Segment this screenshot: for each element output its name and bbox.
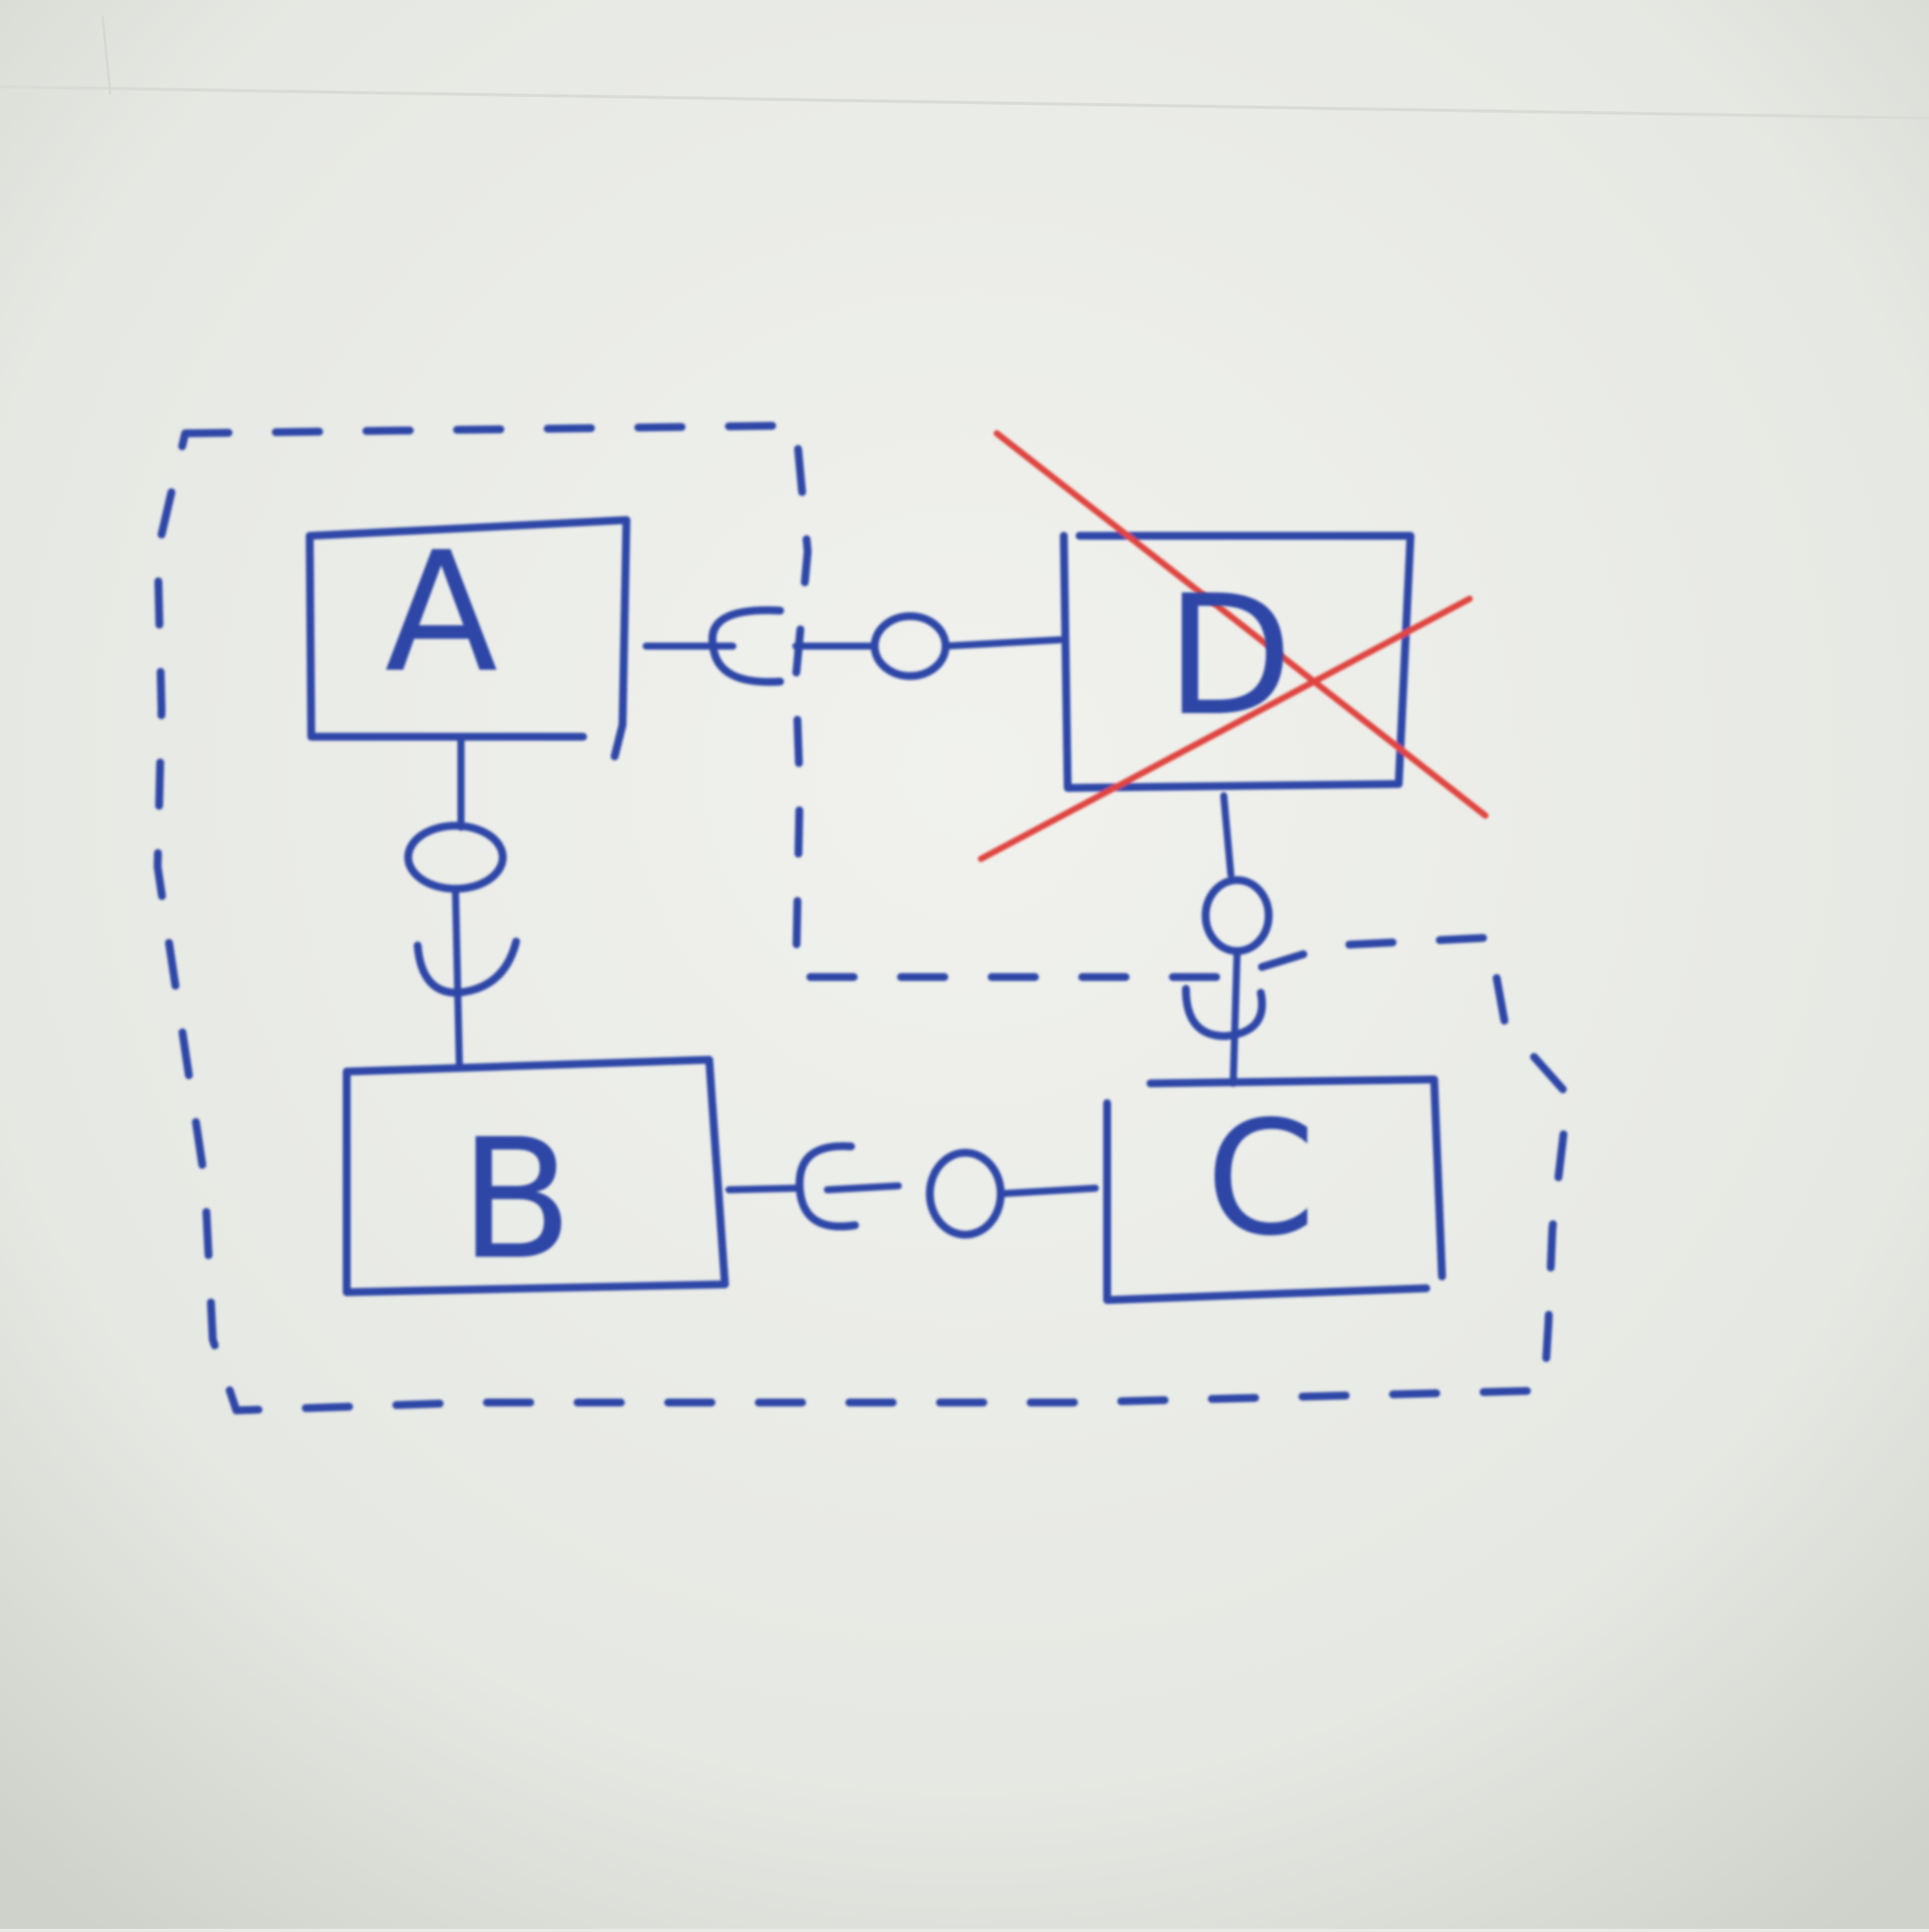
component-box-b <box>343 1056 729 1296</box>
component-label-b: B <box>459 1103 573 1296</box>
connector-d-c-socket <box>1182 985 1266 1040</box>
boundary-dashed-outline <box>154 422 1572 1414</box>
connector-b-c-line <box>997 1184 1099 1198</box>
component-label-c: C <box>1206 1087 1316 1271</box>
paper-fold-line <box>101 15 112 95</box>
component-box-a <box>306 516 630 760</box>
connector-b-c-line <box>823 1182 902 1194</box>
paper-fold-line <box>0 85 1929 120</box>
connector-b-c-line <box>725 1184 800 1194</box>
connector-d-c-line <box>1229 947 1241 1087</box>
connector-d-c-line <box>1220 792 1235 879</box>
connector-b-c-socket <box>795 1142 859 1231</box>
component-label-a: A <box>385 516 498 709</box>
component-label-d: D <box>1165 559 1293 752</box>
strike-line-d-2 <box>978 596 1473 862</box>
connector-a-d-line <box>942 636 1064 650</box>
component-box-c <box>1103 1076 1446 1304</box>
strike-line-d-1 <box>994 430 1489 819</box>
connector-a-b-line <box>452 885 463 1072</box>
connector-a-b-socket <box>414 938 520 997</box>
connector-a-d-socket <box>708 606 784 686</box>
component-box-d <box>1060 532 1414 792</box>
